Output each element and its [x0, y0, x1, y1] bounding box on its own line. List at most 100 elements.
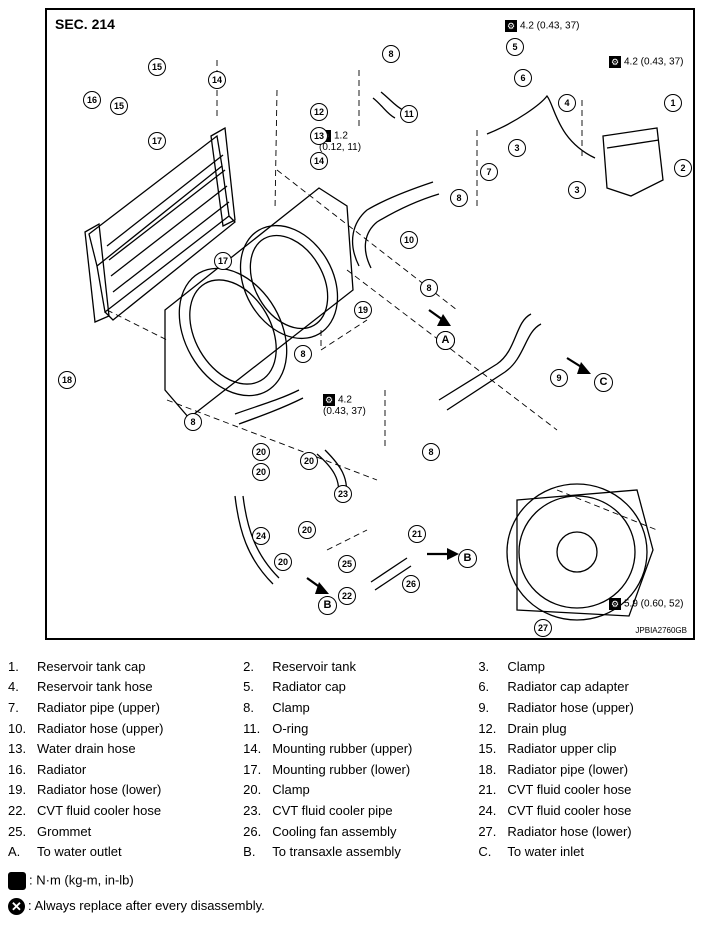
radiator-core — [88, 134, 223, 268]
part-number: 2. — [243, 658, 254, 674]
callout-11: 11 — [400, 105, 418, 123]
callout-16: 16 — [83, 91, 101, 109]
callout-18: 18 — [58, 371, 76, 389]
part-name: Mounting rubber (upper) — [272, 741, 413, 757]
part-number: 4. — [8, 679, 19, 695]
lower-hose — [438, 313, 542, 411]
callout-8: 8 — [382, 45, 400, 63]
callout-2: 2 — [674, 159, 692, 177]
part-number: 13. — [8, 741, 27, 757]
part-name: Radiator upper clip — [507, 741, 617, 757]
section-label: SEC. 214 — [55, 16, 115, 32]
callout-20: 20 — [252, 443, 270, 461]
part-number: 27. — [478, 823, 497, 839]
callout-10: 10 — [400, 231, 418, 249]
figure-id: JPBIA2760GB — [635, 626, 687, 635]
part-name: Reservoir tank — [272, 658, 357, 674]
part-number: 26. — [243, 823, 262, 839]
part-name: To transaxle assembly — [272, 844, 401, 860]
torque-note-cap-adapter: ⚙4.2 (0.43, 37) — [505, 20, 580, 32]
legend-torque: : N·m (kg-m, in-lb) — [8, 872, 134, 890]
callout-8: 8 — [420, 279, 438, 297]
part-name: Clamp — [272, 782, 310, 798]
torque-wrench-icon: ⚙ — [609, 598, 621, 610]
part-name: Clamp — [272, 699, 310, 715]
part-number: 21. — [478, 782, 497, 798]
part-number: 22. — [8, 802, 27, 818]
torque-wrench-icon: ⚙ — [505, 20, 517, 32]
part-name: Reservoir tank hose — [37, 679, 153, 695]
part-name: Radiator hose (upper) — [37, 720, 164, 736]
part-name: Clamp — [507, 658, 545, 674]
torque-note-lower-pipe: ⚙4.2 (0.43, 37) — [323, 394, 366, 417]
callout-8: 8 — [450, 189, 468, 207]
part-number: 11. — [243, 720, 261, 736]
destination-A: A — [436, 331, 455, 350]
destination-C: C — [594, 373, 613, 392]
part-number: 1. — [8, 658, 19, 674]
parts-row: 22. CVT fluid cooler hose 23. CVT fluid coo… — [8, 800, 713, 821]
part-name: Drain plug — [507, 720, 567, 736]
part-name: CVT fluid cooler hose — [507, 802, 632, 818]
destination-B: B — [318, 596, 337, 615]
part-number: 6. — [478, 679, 490, 695]
callout-22: 22 — [338, 587, 356, 605]
callout-13: 13 — [310, 127, 328, 145]
callout-17: 17 — [148, 132, 166, 150]
part-number: 23. — [243, 802, 262, 818]
part-name: Reservoir tank cap — [37, 658, 146, 674]
callout-20: 20 — [300, 452, 318, 470]
part-name: To water outlet — [37, 844, 122, 860]
part-name: To water inlet — [507, 844, 584, 860]
part-number: 25. — [8, 823, 27, 839]
legend-replace: ✕: Always replace after every disassembl… — [8, 898, 265, 916]
torque-note-fan: ⚙5.9 (0.60, 52) — [609, 598, 684, 610]
part-name: CVT fluid cooler hose — [37, 802, 162, 818]
torque-note-reservoir: ⚙4.2 (0.43, 37) — [609, 56, 684, 68]
parts-row: 13. Water drain hose 14. Mounting rubber (u… — [8, 738, 713, 759]
callout-3: 3 — [508, 139, 526, 157]
parts-row: 1. Reservoir tank cap 2. Reservoir tank 3. Cl… — [8, 656, 713, 677]
part-name: CVT fluid cooler pipe — [272, 802, 393, 818]
part-name: Radiator hose (lower) — [507, 823, 632, 839]
reservoir-tank — [602, 127, 664, 197]
part-number: C. — [478, 844, 492, 860]
callout-21: 21 — [408, 525, 426, 543]
part-number: 24. — [478, 802, 497, 818]
callout-8: 8 — [294, 345, 312, 363]
torque-wrench-icon: ⚙ — [609, 56, 621, 68]
part-name: Radiator pipe (upper) — [37, 699, 160, 715]
part-name: Mounting rubber (lower) — [272, 761, 411, 777]
part-name: CVT fluid cooler hose — [507, 782, 632, 798]
torque-wrench-icon — [8, 872, 26, 890]
part-number: 18. — [478, 761, 497, 777]
part-name: Water drain hose — [37, 741, 136, 757]
part-number: 12. — [478, 720, 497, 736]
fan-shroud — [164, 187, 354, 419]
callout-27: 27 — [534, 619, 552, 637]
callout-17: 17 — [214, 252, 232, 270]
callout-6: 6 — [514, 69, 532, 87]
callout-26: 26 — [402, 575, 420, 593]
always-replace-icon: ✕ — [8, 898, 25, 916]
callout-12: 12 — [310, 103, 328, 121]
callout-5: 5 — [506, 38, 524, 56]
callout-23: 23 — [334, 485, 352, 503]
cooling-fan — [506, 483, 648, 621]
part-number: 15. — [478, 741, 497, 757]
part-number: B. — [243, 844, 256, 860]
part-number: 3. — [478, 658, 490, 674]
part-number: 9. — [478, 699, 490, 715]
part-number: 17. — [243, 761, 262, 777]
callout-15: 15 — [148, 58, 166, 76]
callout-1: 1 — [664, 94, 682, 112]
callout-3: 3 — [568, 181, 586, 199]
part-number: 14. — [243, 741, 262, 757]
callout-20: 20 — [274, 553, 292, 571]
callout-14: 14 — [310, 152, 328, 170]
